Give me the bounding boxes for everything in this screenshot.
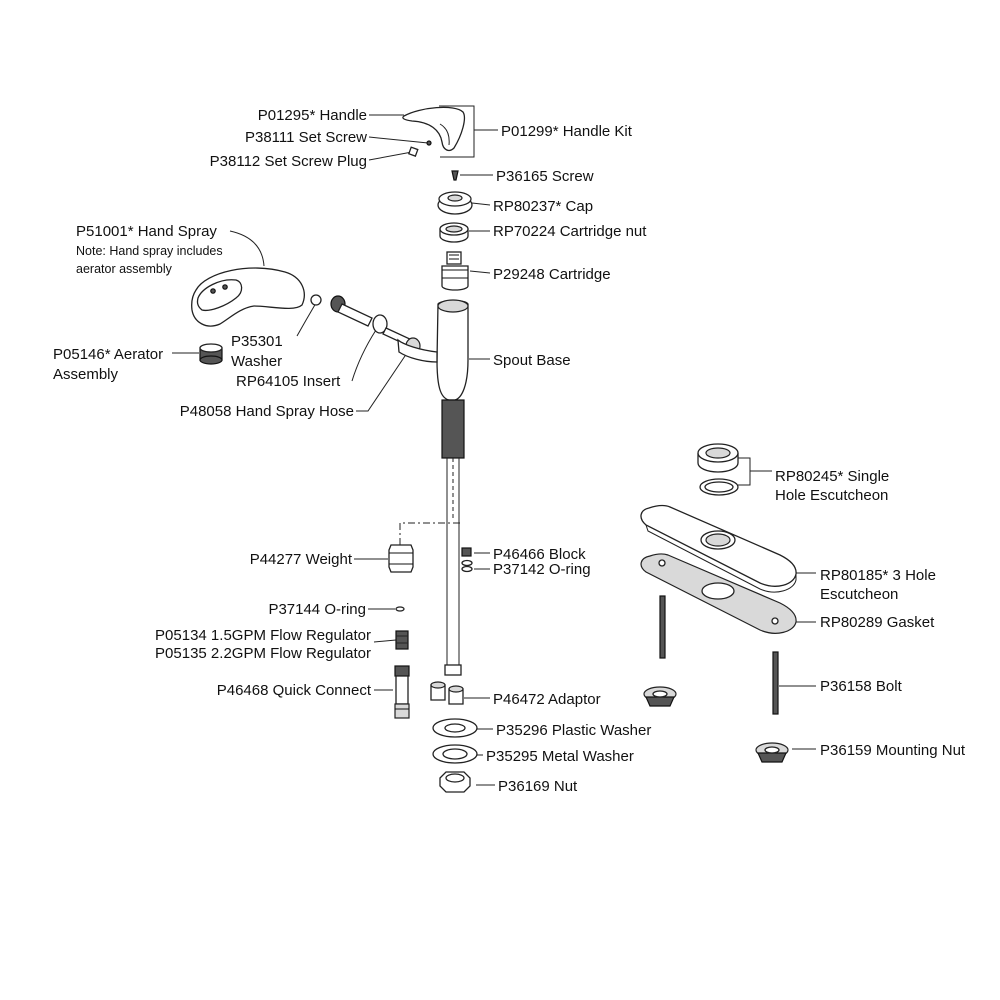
label-cap: RP80237* Cap <box>493 198 593 215</box>
label-mounting-nut: P36159 Mounting Nut <box>820 742 966 759</box>
quick-connect-part <box>394 665 410 719</box>
cap-part <box>437 191 473 215</box>
label-metal-washer: P35295 Metal Washer <box>486 748 634 765</box>
label-hand-spray-hose: P48058 Hand Spray Hose <box>180 403 354 420</box>
block-part <box>461 547 473 573</box>
part-labels: P01295* Handle P01299* Handle Kit P38111… <box>53 107 966 795</box>
hand-spray-part <box>190 267 322 327</box>
label-hand-spray-note-1: Note: Hand spray includes <box>76 244 223 258</box>
label-quick-connect: P46468 Quick Connect <box>217 682 372 699</box>
label-o-ring-block: P37142 O-ring <box>493 561 591 578</box>
o-ring-weight-part <box>395 606 405 612</box>
label-handle: P01295* Handle <box>258 107 367 124</box>
adaptor-part <box>430 664 464 705</box>
label-washer-name: Washer <box>231 353 282 370</box>
label-screw: P36165 Screw <box>496 168 594 185</box>
cartridge-nut-part <box>439 222 469 243</box>
three-hole-escutcheon-part <box>640 504 797 593</box>
label-washer-part: P35301 <box>231 333 283 350</box>
label-set-screw-plug: P38112 Set Screw Plug <box>210 153 367 170</box>
label-three-hole-escutcheon-1: RP80185* 3 Hole <box>820 567 936 584</box>
label-bolt: P36158 Bolt <box>820 678 903 695</box>
cartridge-part <box>441 251 469 291</box>
label-single-hole-escutcheon-1: RP80245* Single <box>775 468 889 485</box>
spout-base-part <box>397 299 469 401</box>
label-aerator-2: Assembly <box>53 366 119 383</box>
handle-part <box>402 106 466 157</box>
label-block: P46466 Block <box>493 546 586 563</box>
label-hand-spray: P51001* Hand Spray <box>76 223 217 240</box>
label-aerator-1: P05146* Aerator <box>53 346 163 363</box>
leader-lines <box>172 105 816 786</box>
label-single-hole-escutcheon-2: Hole Escutcheon <box>775 487 888 504</box>
label-cartridge: P29248 Cartridge <box>493 266 611 283</box>
flow-regulator-part <box>395 630 409 650</box>
label-hand-spray-note-2: aerator assembly <box>76 262 173 276</box>
gasket-part <box>640 553 797 634</box>
label-insert: RP64105 Insert <box>236 373 341 390</box>
screw-part <box>451 170 459 181</box>
aerator-part <box>199 343 223 365</box>
label-flow-regulator-15: P05134 1.5GPM Flow Regulator <box>155 627 371 644</box>
bolt-part <box>659 595 779 715</box>
label-spout-base: Spout Base <box>493 352 571 369</box>
nut-part <box>439 771 471 793</box>
hose-threaded-part <box>441 399 465 665</box>
metal-washer-part <box>432 744 478 764</box>
label-set-screw: P38111 Set Screw <box>245 129 367 146</box>
label-handle-kit: P01299* Handle Kit <box>501 123 633 140</box>
single-hole-escutcheon-part <box>697 443 739 496</box>
label-weight: P44277 Weight <box>250 551 353 568</box>
label-o-ring-weight: P37144 O-ring <box>268 601 366 618</box>
label-plastic-washer: P35296 Plastic Washer <box>496 722 651 739</box>
label-flow-regulator-22: P05135 2.2GPM Flow Regulator <box>155 645 371 662</box>
label-gasket: RP80289 Gasket <box>820 614 935 631</box>
plastic-washer-part <box>432 718 478 738</box>
label-three-hole-escutcheon-2: Escutcheon <box>820 586 898 603</box>
label-cartridge-nut: RP70224 Cartridge nut <box>493 223 647 240</box>
label-nut: P36169 Nut <box>498 778 578 795</box>
mounting-nut-part <box>643 686 789 763</box>
weight-part <box>388 544 414 573</box>
label-adaptor: P46472 Adaptor <box>493 691 601 708</box>
